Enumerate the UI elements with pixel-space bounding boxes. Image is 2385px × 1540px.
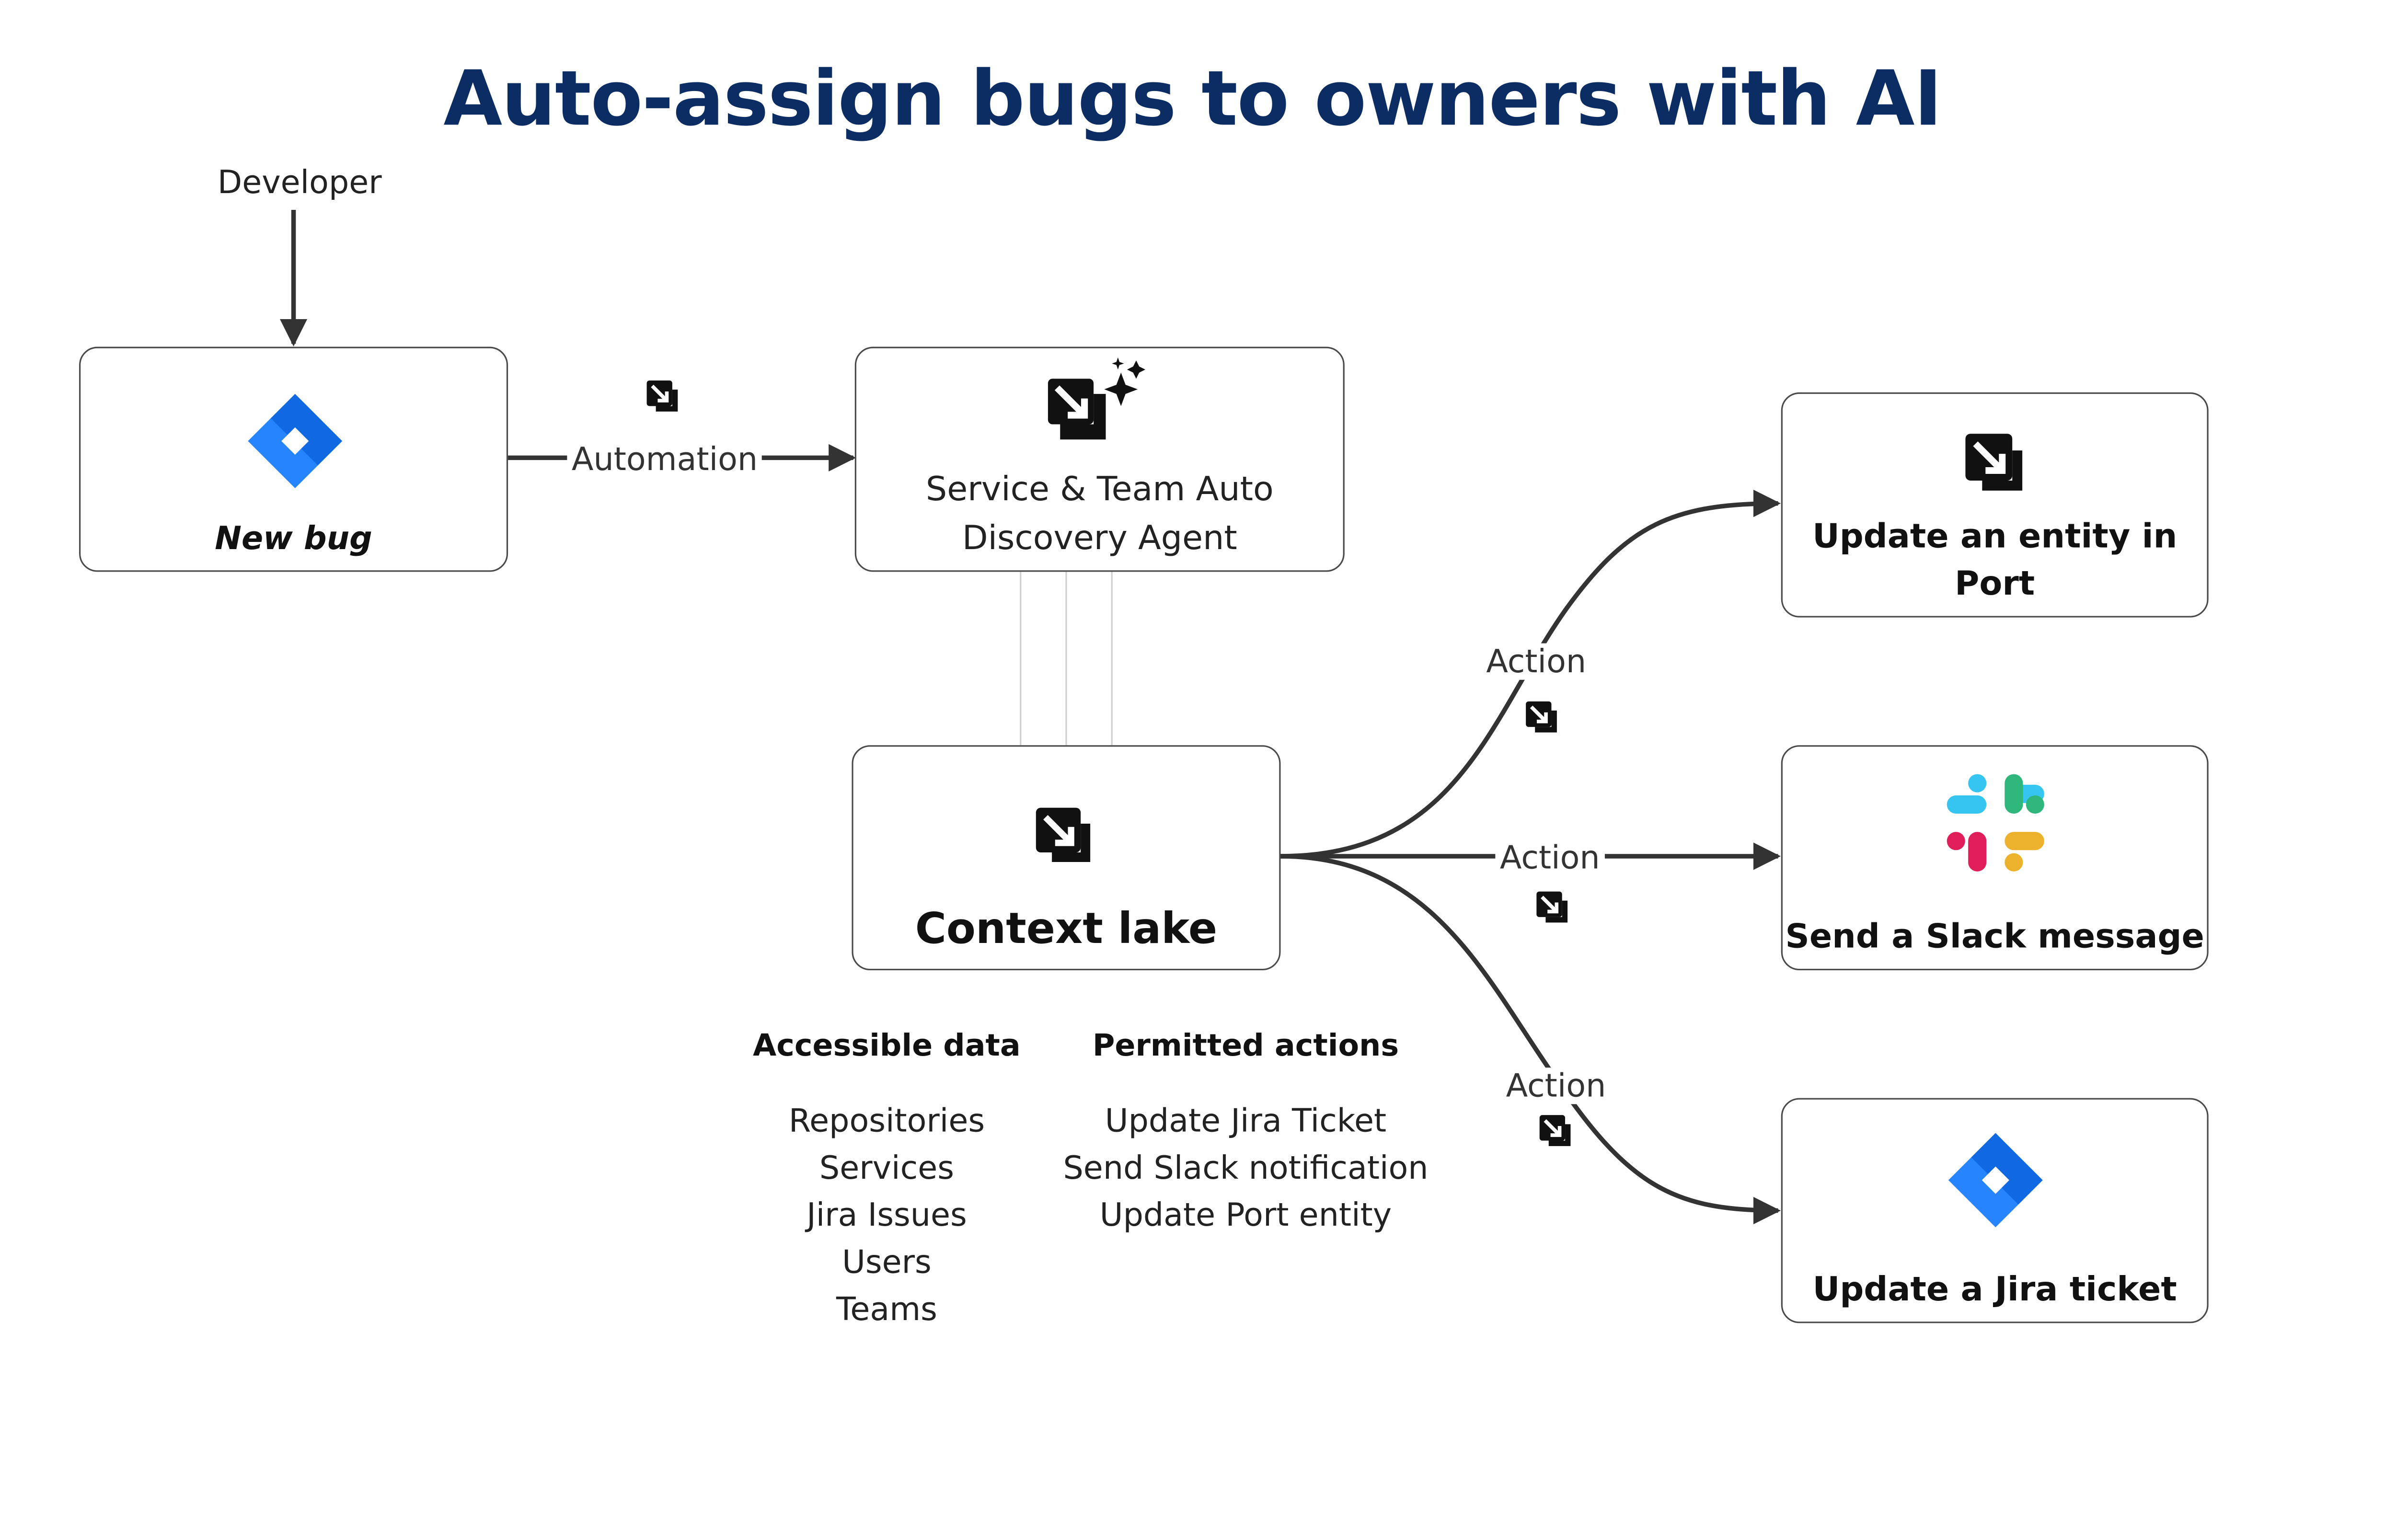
new-bug-label: New bug xyxy=(215,520,372,557)
port-icon xyxy=(1536,891,1568,923)
slack-message-node[interactable]: Send a Slack message xyxy=(1781,745,2209,971)
context-lake-node[interactable]: Context lake xyxy=(852,745,1281,971)
developer-label: Developer xyxy=(217,164,382,201)
port-icon xyxy=(1965,434,2023,491)
port-icon xyxy=(1036,807,1091,862)
slack-message-label: Send a Slack message xyxy=(1785,919,2204,957)
action-top-label: Action xyxy=(1481,643,1591,680)
diagram-title: Auto-assign bugs to owners with AI xyxy=(443,55,1942,143)
action-bottom-label: Action xyxy=(1501,1068,1611,1104)
jira-ticket-label: Update a Jira ticket xyxy=(1812,1271,2177,1310)
agent-label-line2: Discovery Agent xyxy=(962,520,1237,558)
port-icon xyxy=(1539,1115,1571,1146)
accessible-data-item: Repositories xyxy=(788,1103,985,1139)
action-mid-label: Action xyxy=(1495,839,1605,876)
discovery-agent-node[interactable]: Service & Team Auto Discovery Agent xyxy=(854,346,1345,572)
update-entity-label-line2: Port xyxy=(1955,565,2035,604)
port-icon xyxy=(646,380,678,412)
accessible-data-item: Jira Issues xyxy=(807,1196,967,1234)
accessible-data-item: Services xyxy=(819,1149,954,1186)
new-bug-node[interactable]: New bug xyxy=(79,346,508,572)
automation-label: Automation xyxy=(567,441,762,478)
accessible-data-list: Repositories Services Jira Issues Users … xyxy=(789,1098,985,1334)
permitted-actions-list: Update Jira Ticket Send Slack notificati… xyxy=(1063,1098,1429,1240)
action-bottom-arrow xyxy=(1280,854,1781,1225)
port-ai-icon xyxy=(1048,357,1146,440)
permitted-action-item: Update Jira Ticket xyxy=(1105,1103,1387,1139)
jira-icon xyxy=(1948,1133,2043,1228)
accessible-data-item: Users xyxy=(842,1244,932,1281)
accessible-data-item: Teams xyxy=(836,1291,937,1328)
permitted-action-item: Send Slack notification xyxy=(1063,1149,1429,1186)
context-lake-label: Context lake xyxy=(915,903,1218,954)
permitted-actions-heading: Permitted actions xyxy=(1092,1026,1399,1063)
jira-icon xyxy=(248,394,343,488)
accessible-data-heading: Accessible data xyxy=(753,1026,1021,1063)
permitted-action-item: Update Port entity xyxy=(1099,1196,1392,1234)
agent-label-line1: Service & Team Auto xyxy=(925,471,1274,510)
slack-icon xyxy=(1947,774,2044,872)
update-entity-node[interactable]: Update an entity in Port xyxy=(1781,392,2209,618)
jira-ticket-node[interactable]: Update a Jira ticket xyxy=(1781,1098,2209,1323)
port-icon xyxy=(1526,701,1557,733)
update-entity-label-line1: Update an entity in xyxy=(1812,518,2178,557)
action-top-arrow xyxy=(1280,490,1781,859)
